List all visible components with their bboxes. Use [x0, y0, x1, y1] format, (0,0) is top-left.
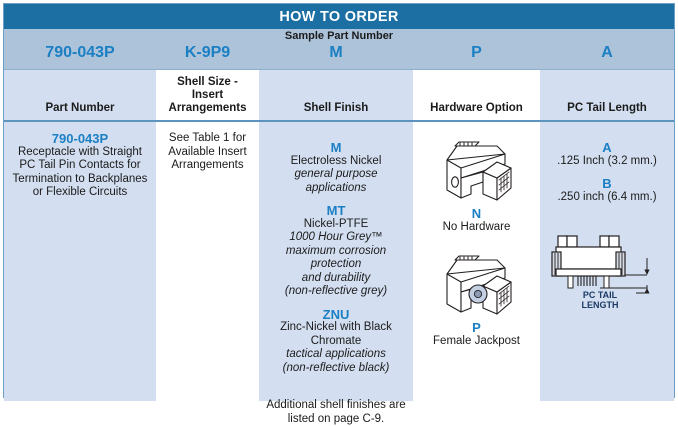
- connector-no-hardware-icon: [425, 134, 529, 206]
- sample-value-shell-size: K-9P9: [156, 44, 259, 62]
- column-header-shell-size-text: Shell Size - Insert Arrangements: [169, 76, 247, 115]
- table-body-row: 790-043P Receptacle with Straight PC Tai…: [4, 122, 674, 401]
- pc-tail-code-a: A: [540, 141, 674, 155]
- column-header-shell-finish: Shell Finish: [259, 70, 413, 120]
- sample-value-shell-finish: M: [259, 44, 413, 62]
- part-number-desc-line-3: Termination to Backplanes: [11, 173, 149, 187]
- shell-finish-note-mt-2: maximum corrosion protection: [266, 245, 406, 272]
- cell-part-number: 790-043P Receptacle with Straight PC Tai…: [4, 122, 156, 401]
- hardware-option-n-caption: N No Hardware: [413, 207, 540, 234]
- table-title: HOW TO ORDER: [4, 4, 674, 29]
- part-number-desc-line-4: or Flexible Circuits: [11, 186, 149, 200]
- pc-tail-diagram-wrap: PC TAIL LENGTH: [540, 230, 674, 314]
- column-header-part-number: Part Number: [4, 70, 156, 120]
- shell-finish-code-m: M: [266, 141, 406, 155]
- sample-value-part-number: 790-043P: [4, 44, 156, 62]
- shell-finish-name-mt: Nickel-PTFE: [266, 218, 406, 232]
- shell-finish-footnote-line-2: listed on page C-9.: [266, 413, 406, 426]
- pc-tail-value-a: .125 Inch (3.2 mm.): [540, 155, 674, 169]
- pc-tail-length-diagram-icon: PC TAIL LENGTH: [544, 230, 670, 314]
- hardware-option-p-code: P: [413, 321, 540, 335]
- shell-finish-note-mt-3: and durability: [266, 272, 406, 286]
- sample-value-hardware-option: P: [413, 44, 540, 62]
- cell-shell-finish: M Electroless Nickel general purpose app…: [259, 122, 413, 401]
- cell-shell-size: See Table 1 for Available Insert Arrange…: [156, 122, 259, 401]
- pc-tail-code-b: B: [540, 177, 674, 191]
- hardware-option-p: P Female Jackpost: [413, 248, 540, 348]
- part-number-code: 790-043P: [11, 132, 149, 146]
- column-header-pc-tail-length: PC Tail Length: [540, 70, 674, 120]
- cell-hardware-option: N No Hardware: [413, 122, 540, 401]
- shell-finish-footnote-line-1: Additional shell finishes are: [266, 399, 406, 413]
- cell-pc-tail-length: A .125 Inch (3.2 mm.) B .250 inch (6.4 m…: [540, 122, 674, 401]
- shell-finish-note-m-1: general purpose applications: [266, 168, 406, 195]
- sample-value-pc-tail-length: A: [540, 44, 674, 62]
- shell-finish-name-m: Electroless Nickel: [266, 155, 406, 169]
- sample-part-number-label: Sample Part Number: [4, 30, 674, 42]
- sample-part-number-values: 790-043P K-9P9 M P A: [4, 44, 674, 62]
- hardware-option-n-code: N: [413, 207, 540, 221]
- pc-tail-diagram-label-line2: LENGTH: [582, 300, 619, 310]
- hardware-option-n-label: No Hardware: [413, 221, 540, 235]
- shell-size-note-line-2: Available Insert: [163, 146, 252, 160]
- shell-finish-code-mt: MT: [266, 204, 406, 218]
- column-header-row: Part Number Shell Size - Insert Arrangem…: [4, 70, 674, 122]
- part-number-desc-line-1: Receptacle with Straight: [11, 146, 149, 160]
- pc-tail-value-b: .250 inch (6.4 mm.): [540, 191, 674, 205]
- shell-size-note-line-3: Arrangements: [163, 159, 252, 173]
- shell-finish-name-znu: Zinc-Nickel with Black Chromate: [266, 321, 406, 348]
- column-header-shell-size: Shell Size - Insert Arrangements: [156, 70, 259, 120]
- connector-female-jackpost-icon: [425, 248, 529, 320]
- how-to-order-table: HOW TO ORDER Sample Part Number 790-043P…: [3, 3, 675, 398]
- pc-tail-diagram-label-line1: PC TAIL: [583, 290, 618, 300]
- hardware-option-n: N No Hardware: [413, 134, 540, 234]
- shell-finish-note-znu-2: (non-reflective black): [266, 362, 406, 376]
- part-number-desc-line-2: PC Tail Pin Contacts for: [11, 159, 149, 173]
- shell-finish-note-mt-1: 1000 Hour Grey™: [266, 231, 406, 245]
- shell-size-note-line-1: See Table 1 for: [163, 132, 252, 146]
- shell-finish-code-znu: ZNU: [266, 308, 406, 322]
- column-header-hardware-option: Hardware Option: [413, 70, 540, 120]
- shell-finish-note-mt-4: (non-reflective grey): [266, 285, 406, 299]
- hardware-option-p-label: Female Jackpost: [413, 335, 540, 349]
- hardware-option-p-caption: P Female Jackpost: [413, 321, 540, 348]
- sample-part-number-row: Sample Part Number 790-043P K-9P9 M P A: [4, 29, 674, 70]
- shell-finish-note-znu-1: tactical applications: [266, 348, 406, 362]
